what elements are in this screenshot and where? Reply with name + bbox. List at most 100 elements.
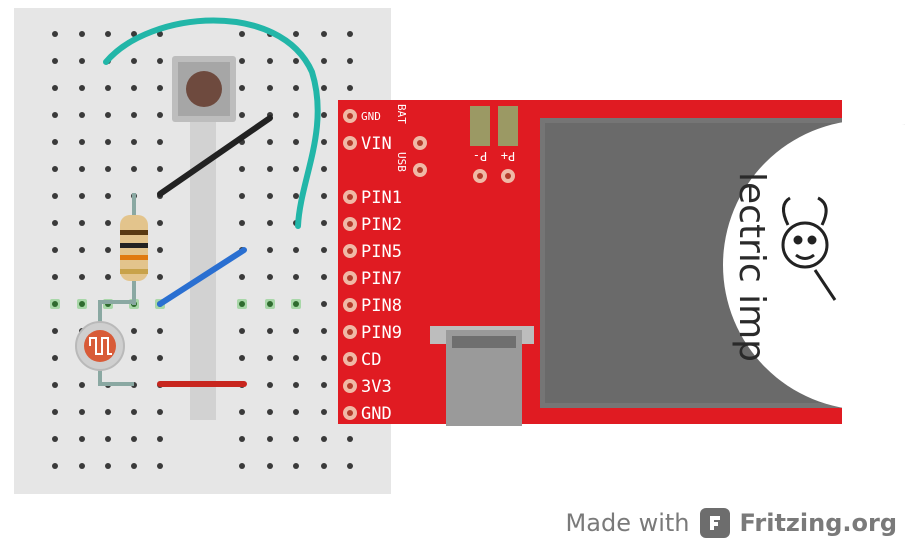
wire-blue [157, 247, 247, 307]
breadboard-hole-dot [321, 139, 327, 145]
breadboard-hole-dot [239, 31, 245, 37]
breadboard-hole-dot [321, 382, 327, 388]
breadboard-hole-dot [79, 409, 85, 415]
breadboard-hole-dot [267, 220, 273, 226]
breadboard-hole-dot [52, 382, 58, 388]
breadboard-hole-dot [293, 409, 299, 415]
breadboard-hole-dot [267, 274, 273, 280]
made-with-text: Made with [565, 509, 690, 537]
pin-label: PIN7 [361, 269, 402, 289]
breadboard-hole-dot [321, 31, 327, 37]
breadboard-hole-dot [79, 58, 85, 64]
breadboard-hole-dot [293, 355, 299, 361]
electric-imp-card [723, 100, 915, 420]
breadboard-hole-dot [79, 463, 85, 469]
breadboard-hole-dot [52, 220, 58, 226]
pin-hole [347, 329, 353, 335]
breadboard-hole-dot [157, 463, 163, 469]
pin-hole [347, 356, 353, 362]
pin-hole [347, 221, 353, 227]
breadboard-hole-dot [131, 436, 137, 442]
breadboard-hole-dot [293, 139, 299, 145]
breadboard-hole-dot [239, 301, 245, 307]
pad-p-plus [498, 106, 518, 146]
breadboard-hole-dot [321, 220, 327, 226]
fritzing-brand[interactable]: Fritzing.org [739, 509, 897, 537]
breadboard-hole-dot [239, 355, 245, 361]
breadboard-hole-dot [131, 166, 137, 172]
footer: Made with Fritzing.org [566, 506, 897, 540]
breadboard-hole-dot [79, 139, 85, 145]
breadboard-hole-dot [105, 139, 111, 145]
breadboard-hole-dot [321, 85, 327, 91]
breadboard-hole-dot [239, 409, 245, 415]
breadboard-hole-dot [131, 463, 137, 469]
breadboard-hole-dot [79, 166, 85, 172]
breadboard-hole-dot [239, 193, 245, 199]
breadboard-hole-dot [131, 139, 137, 145]
sd-card-text: lectric imp [731, 172, 772, 362]
breadboard-hole-dot [267, 139, 273, 145]
breadboard-hole-dot [347, 436, 353, 442]
breadboard-hole-dot [293, 31, 299, 37]
photocell [75, 300, 134, 386]
breadboard-hole-dot [157, 85, 163, 91]
breadboard-hole-dot [293, 193, 299, 199]
breadboard-hole-dot [321, 355, 327, 361]
breadboard-hole-dot [131, 328, 137, 334]
breadboard-hole-dot [239, 58, 245, 64]
breadboard-hole-dot [52, 436, 58, 442]
breadboard-hole-dot [79, 436, 85, 442]
breadboard-hole-dot [105, 85, 111, 91]
breadboard-hole-dot [321, 274, 327, 280]
breadboard-hole-dot [293, 382, 299, 388]
pin-label: PIN1 [361, 188, 402, 208]
breadboard-hole-dot [131, 355, 137, 361]
breadboard-hole-dot [239, 328, 245, 334]
breadboard-hole-dot [347, 31, 353, 37]
breadboard-hole-dot [267, 328, 273, 334]
pin-label: 3V3 [361, 377, 392, 397]
pad-label-p-plus: P+ [501, 149, 515, 163]
pin-hole [347, 194, 353, 200]
breadboard-hole-dot [157, 112, 163, 118]
breadboard-hole-dot [105, 463, 111, 469]
breadboard-hole-dot [157, 328, 163, 334]
breadboard-hole-dot [267, 382, 273, 388]
breadboard-hole-dot [347, 58, 353, 64]
breadboard-hole-dot [52, 139, 58, 145]
breadboard-hole-dot [131, 58, 137, 64]
breadboard-hole-dot [157, 58, 163, 64]
breadboard-hole-dot [52, 409, 58, 415]
breadboard-hole-dot [79, 247, 85, 253]
breadboard-hole-dot [131, 112, 137, 118]
header-label-bat: BAT [395, 104, 408, 124]
breadboard-hole-dot [105, 220, 111, 226]
breadboard-hole-dot [267, 193, 273, 199]
pin-label: PIN2 [361, 215, 402, 235]
header-label-usb: USB [395, 152, 408, 172]
pin-hole [347, 302, 353, 308]
breadboard-hole-dot [52, 193, 58, 199]
breadboard-hole-dot [131, 31, 137, 37]
breadboard-hole-dot [293, 328, 299, 334]
breadboard-hole-dot [79, 274, 85, 280]
breadboard-hole-dot [157, 166, 163, 172]
breadboard-hole-dot [293, 274, 299, 280]
breadboard-hole-dot [347, 463, 353, 469]
resistor [120, 193, 148, 305]
breadboard-hole-dot [105, 274, 111, 280]
breadboard-hole-dot [267, 355, 273, 361]
breadboard-hole-dot [293, 463, 299, 469]
breadboard-hole-dot [157, 220, 163, 226]
breadboard-hole-dot [79, 193, 85, 199]
breadboard-hole-dot [293, 436, 299, 442]
breadboard-hole-dot [52, 31, 58, 37]
breadboard-hole-dot [267, 166, 273, 172]
breadboard-hole-dot [321, 328, 327, 334]
breadboard-hole-dot [267, 301, 273, 307]
pad-p-minus [470, 106, 490, 146]
breadboard-hole-dot [347, 85, 353, 91]
breadboard-hole-dot [52, 274, 58, 280]
